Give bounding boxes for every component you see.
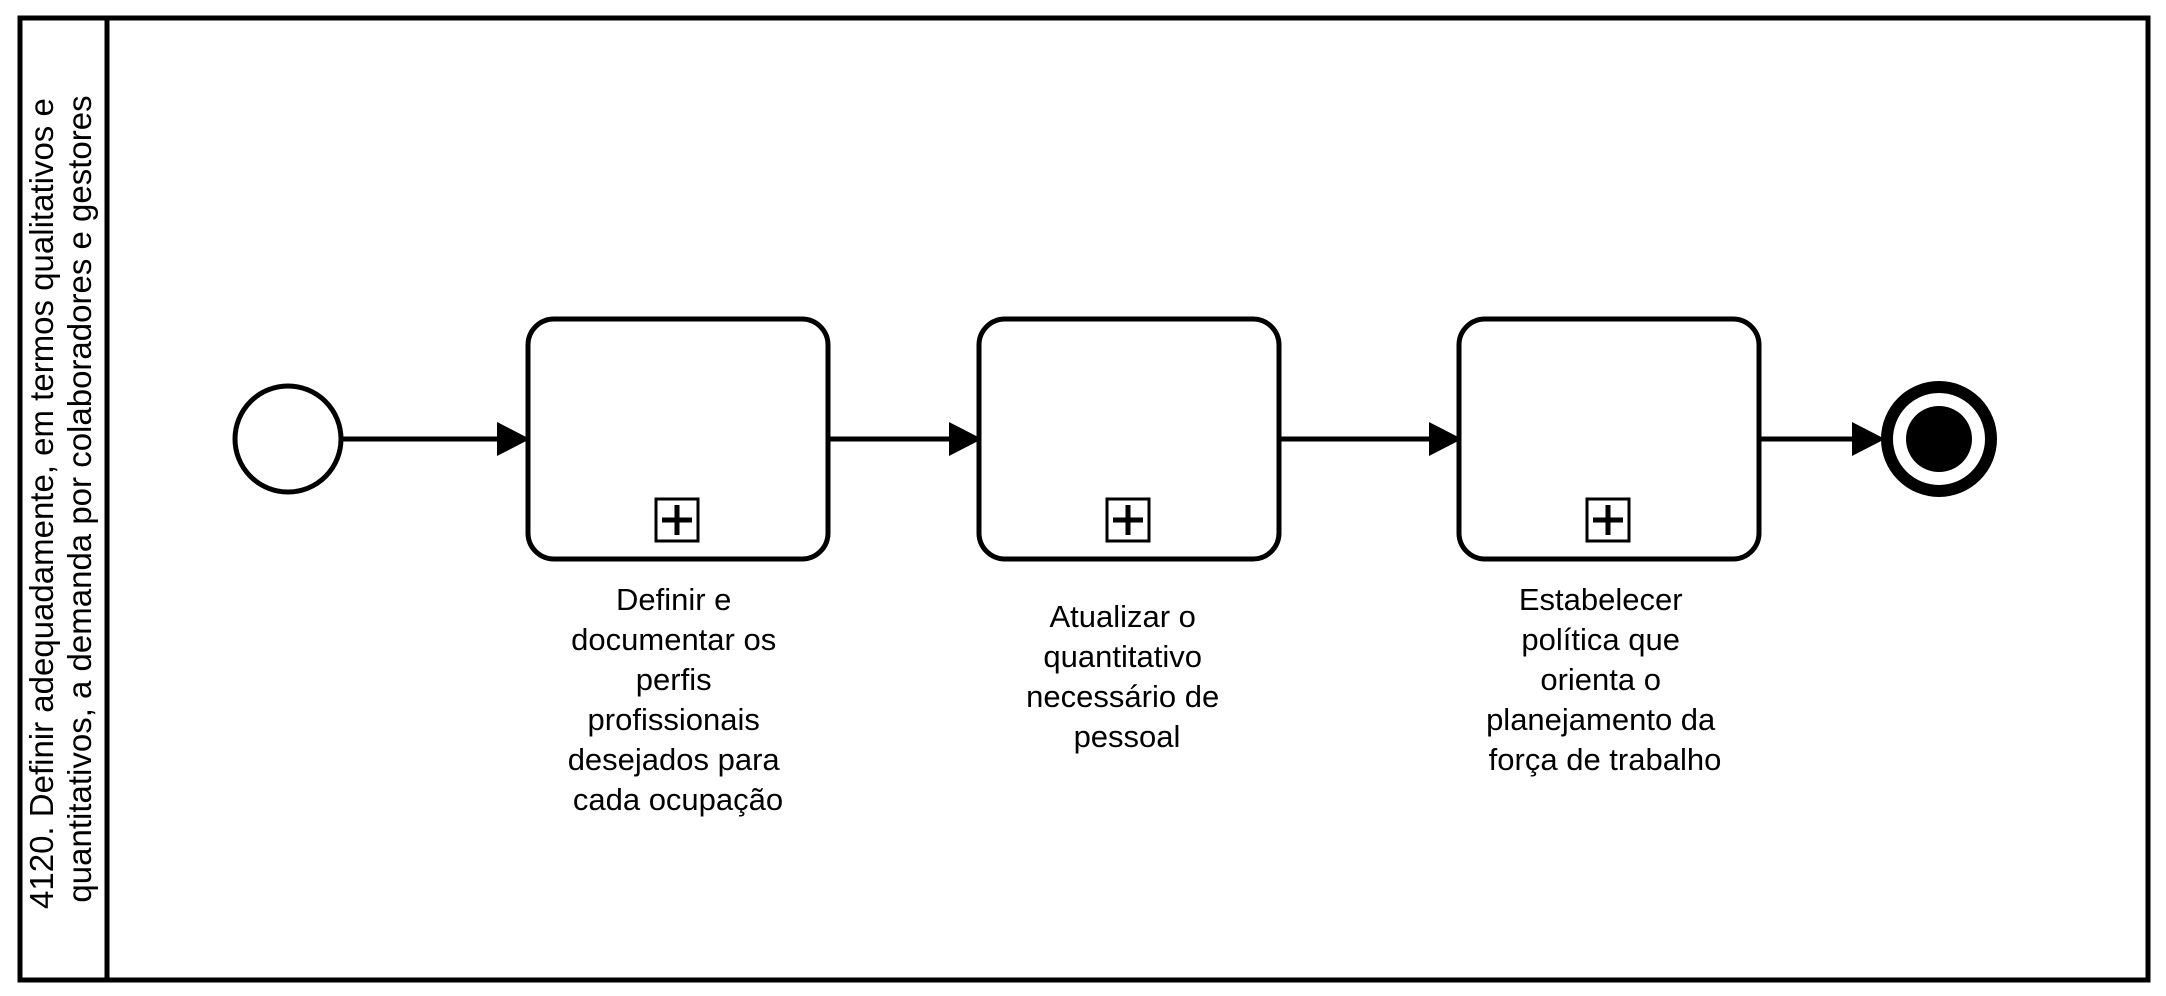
task-1-label-line: desejados para bbox=[568, 742, 781, 777]
sequence-flow-2[interactable] bbox=[828, 422, 982, 456]
task-3-label-line: força de trabalho bbox=[1489, 742, 1722, 777]
sequence-flow-4[interactable] bbox=[1759, 422, 1885, 456]
task-1-label-line: cada ocupação bbox=[573, 782, 783, 817]
sequence-flow-4-arrow-icon bbox=[1852, 422, 1885, 456]
task-2-subprocess-plus-icon[interactable] bbox=[1105, 497, 1151, 543]
task-3-label-line: orienta o bbox=[1540, 662, 1661, 697]
sequence-flow-3-arrow-icon bbox=[1429, 422, 1462, 456]
task-1-label-line: perfis bbox=[636, 662, 712, 697]
task-1-subprocess-plus-icon[interactable] bbox=[654, 497, 700, 543]
task-3-label-line: Estabelecer bbox=[1519, 582, 1683, 617]
task-2-label-line: quantitativo bbox=[1043, 639, 1202, 674]
task-3-label: Estabelecer política que orienta o plane… bbox=[1486, 582, 1724, 777]
task-1-label: Definir e documentar os perfis profissio… bbox=[568, 582, 789, 817]
task-3-label-line: política que bbox=[1521, 622, 1680, 657]
start-event[interactable] bbox=[232, 383, 344, 495]
task-1-label-line: documentar os bbox=[571, 622, 776, 657]
pool-title-line-2: quantitativos, a demanda por colaborador… bbox=[61, 95, 98, 902]
pool-title: 4120. Definir adequadamente, em termos q… bbox=[23, 89, 98, 909]
sequence-flow-2-arrow-icon bbox=[949, 422, 982, 456]
task-3-label-line: planejamento da bbox=[1486, 702, 1716, 737]
sequence-flow-1[interactable] bbox=[341, 422, 530, 456]
task-3-subprocess-plus-icon[interactable] bbox=[1585, 497, 1631, 543]
task-3[interactable]: Estabelecer política que orienta o plane… bbox=[1456, 316, 1762, 777]
task-1[interactable]: Definir e documentar os perfis profissio… bbox=[525, 316, 831, 817]
task-1-label-line: profissionais bbox=[588, 702, 760, 737]
sequence-flow-3[interactable] bbox=[1279, 422, 1462, 456]
pool-title-line-1: 4120. Definir adequadamente, em termos q… bbox=[23, 98, 60, 909]
pool: 4120. Definir adequadamente, em termos q… bbox=[17, 15, 2151, 983]
end-event[interactable] bbox=[1881, 381, 1997, 497]
task-2-label: Atualizar o quantitativo necessário de p… bbox=[1026, 599, 1228, 754]
task-2-label-line: Atualizar o bbox=[1049, 599, 1195, 634]
task-1-label-line: Definir e bbox=[616, 582, 731, 617]
end-event-fill-icon bbox=[1906, 406, 1972, 472]
task-2-label-line: pessoal bbox=[1074, 719, 1181, 754]
task-2-label-line: necessário de bbox=[1026, 679, 1219, 714]
sequence-flow-1-arrow-icon bbox=[497, 422, 530, 456]
